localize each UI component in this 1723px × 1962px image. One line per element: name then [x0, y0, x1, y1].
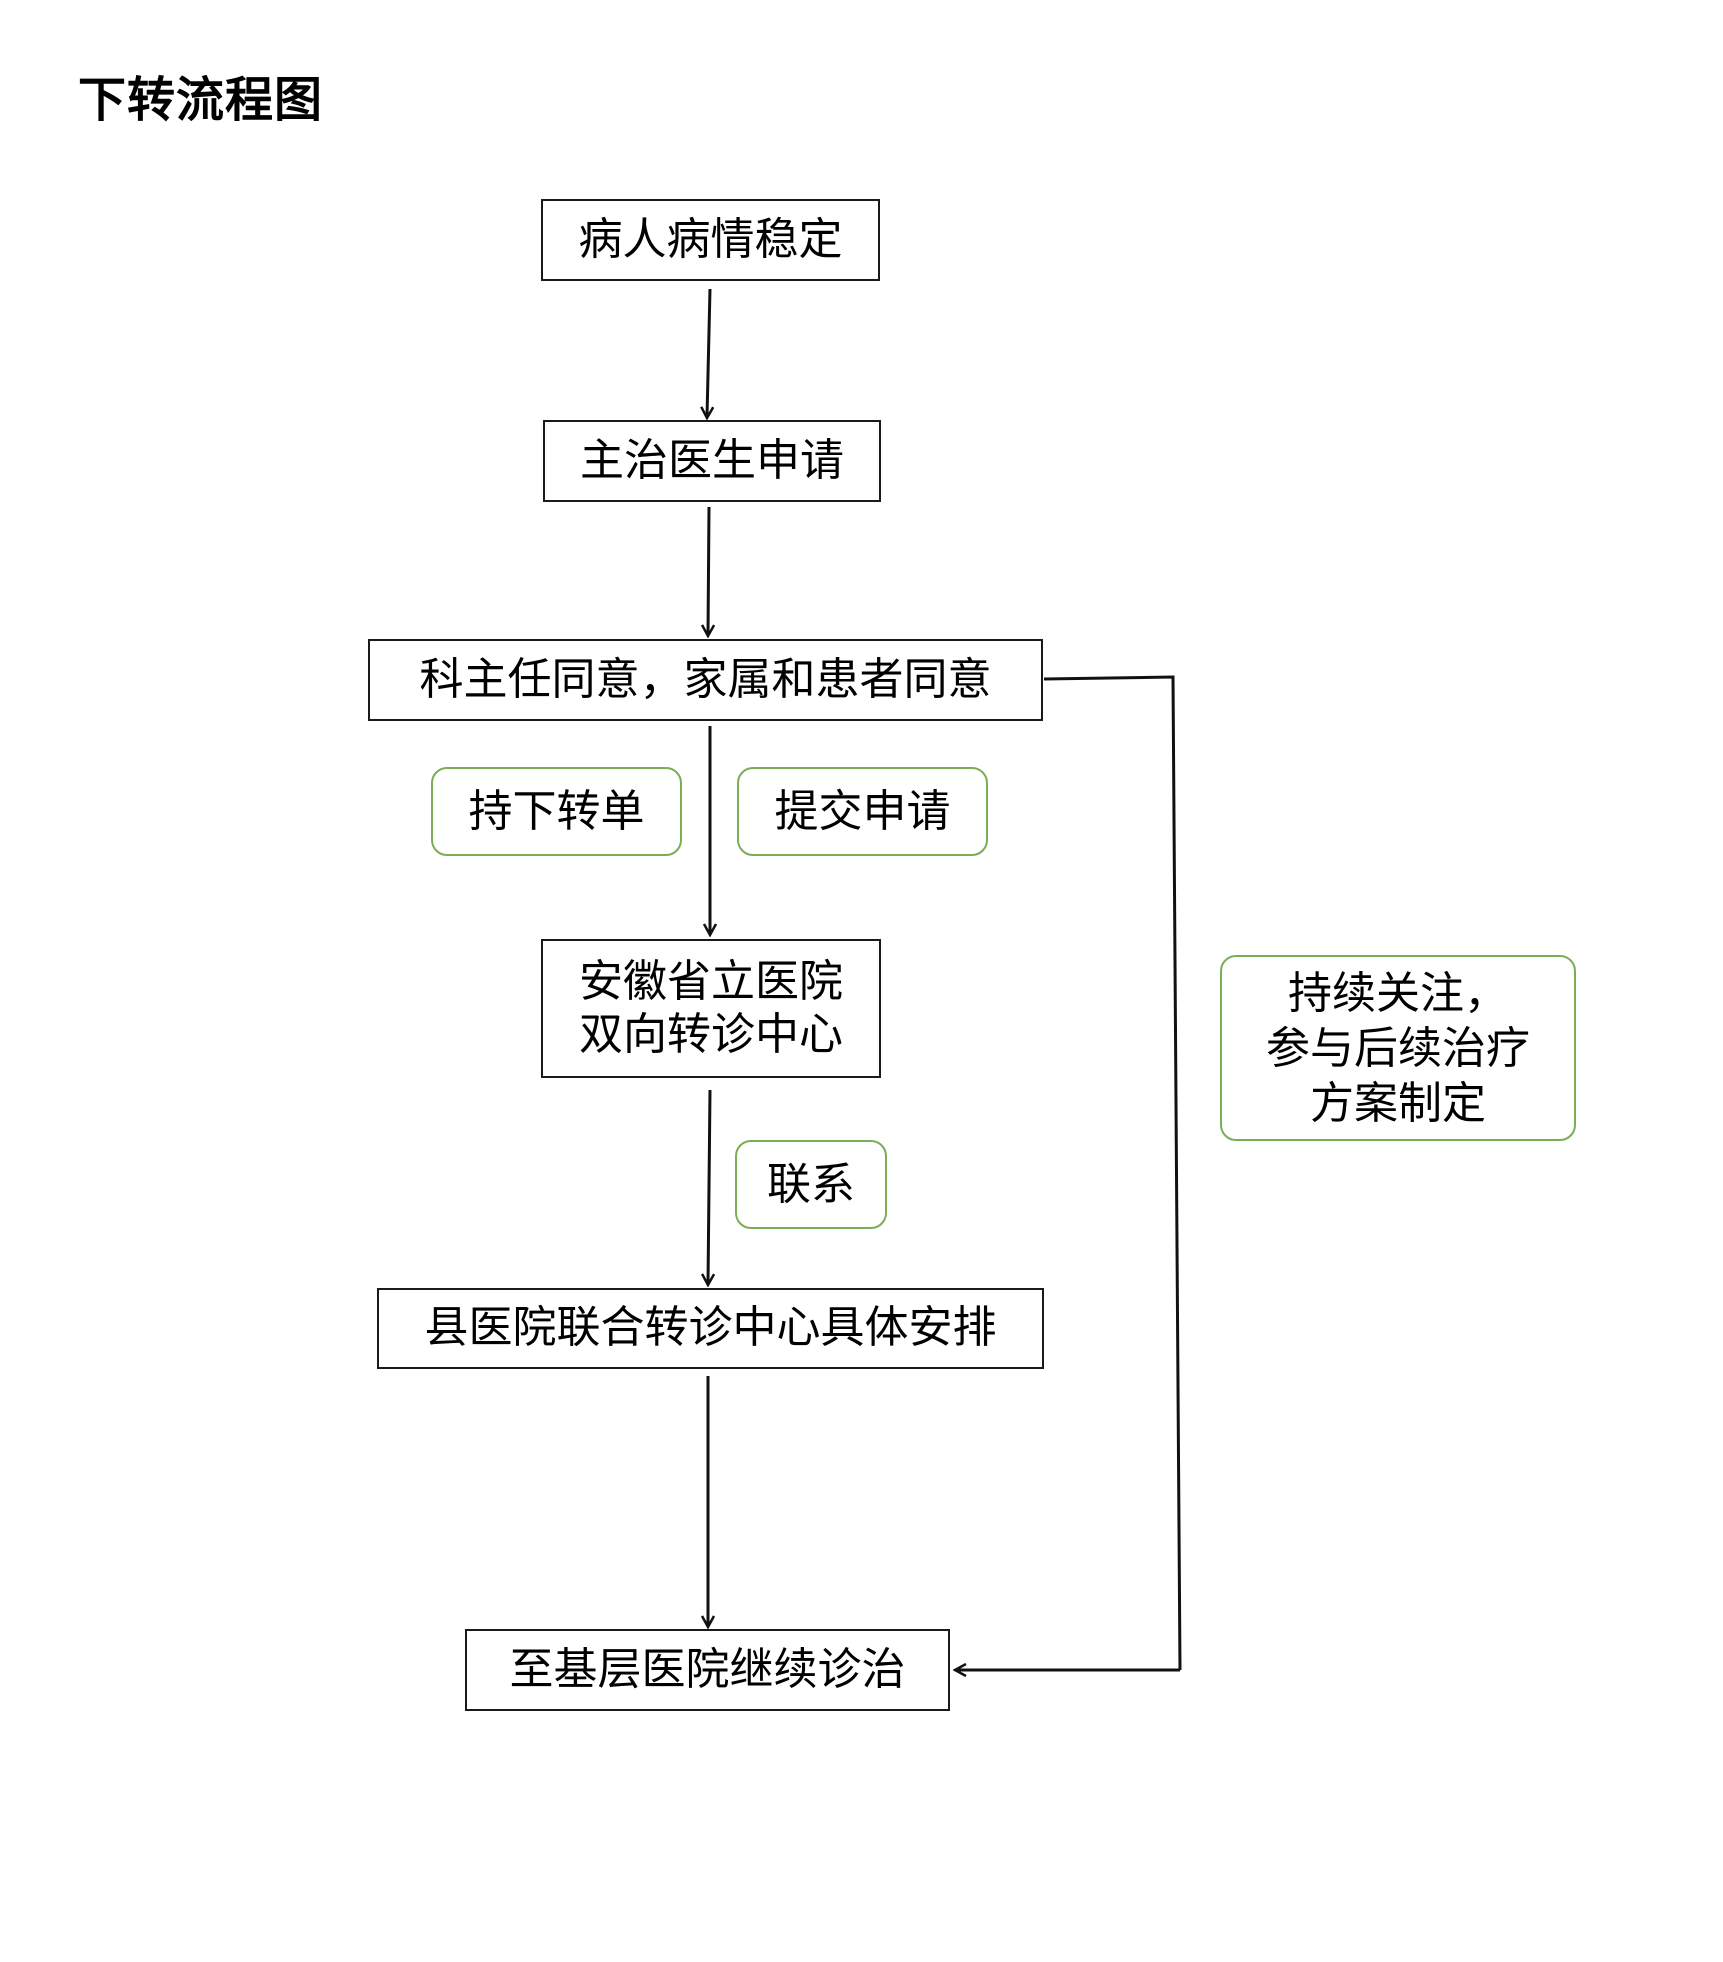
- node-grassroots: 至基层医院继续诊治: [465, 1629, 950, 1711]
- node-consent: 科主任同意，家属和患者同意: [368, 639, 1043, 721]
- note-referral-slip: 持下转单: [431, 767, 682, 856]
- node-label: 主治医生申请: [580, 434, 844, 486]
- node-label: 至基层医院继续诊治: [509, 1643, 906, 1695]
- node-label: 科主任同意，家属和患者同意: [419, 653, 992, 705]
- note-label: 联系: [767, 1159, 855, 1210]
- bypass-connector-line: [1043, 675, 1182, 1671]
- node-county-center: 县医院联合转诊中心具体安排: [377, 1288, 1044, 1369]
- note-submit-apply: 提交申请: [737, 767, 988, 856]
- page-title: 下转流程图: [78, 72, 324, 128]
- note-label: 提交申请: [774, 786, 951, 837]
- note-label: 持续关注， 参与后续治疗 方案制定: [1266, 967, 1530, 1129]
- node-patient-stable: 病人病情稳定: [541, 199, 880, 281]
- node-label: 病人病情稳定: [578, 213, 843, 265]
- node-doctor-apply: 主治医生申请: [543, 420, 881, 502]
- arrow-apply-to-consent: [708, 506, 709, 635]
- node-label: 县医院联合转诊中心具体安排: [424, 1302, 997, 1354]
- node-provincial-center: 安徽省立医院 双向转诊中心: [541, 939, 881, 1078]
- note-label: 持下转单: [468, 786, 645, 837]
- arrow-provincial-to-county: [708, 1089, 710, 1284]
- node-label: 安徽省立医院 双向转诊中心: [579, 955, 843, 1060]
- arrow-stable-to-apply: [707, 288, 710, 417]
- note-follow-up: 持续关注， 参与后续治疗 方案制定: [1220, 955, 1576, 1141]
- note-contact: 联系: [735, 1140, 887, 1229]
